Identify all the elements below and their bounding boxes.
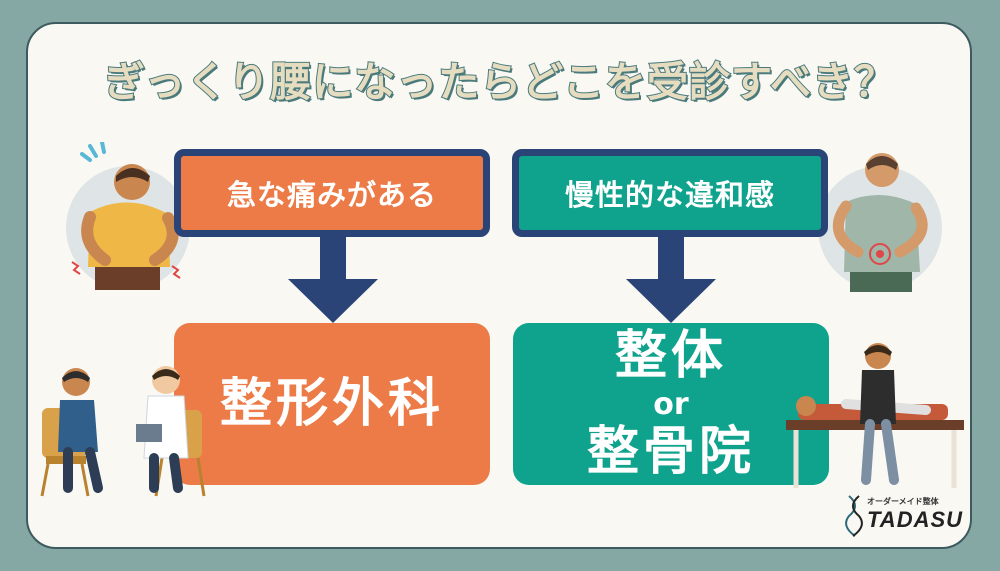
- orthopedics-label: 整形外科: [219, 374, 444, 434]
- seikotsuin-label: 整骨院: [586, 422, 755, 482]
- seitai-label: 整体: [614, 326, 727, 386]
- tadasu-logo: オーダーメイド整体 TADASU: [845, 494, 975, 538]
- chronic-discomfort-label: 慢性的な違和感: [564, 178, 775, 212]
- logo-name: TADASU: [867, 507, 964, 532]
- chiropractor-treatment-icon: [786, 343, 964, 488]
- arrow-down-right-icon: [626, 237, 716, 323]
- dna-logo-icon: [845, 495, 863, 537]
- logo-subtitle: オーダーメイド整体: [867, 497, 939, 506]
- arrow-down-left-icon: [288, 237, 378, 323]
- back-pain-person-icon: [66, 142, 190, 290]
- seitai-seikotsuin-result: 整体 or 整骨院: [513, 323, 829, 485]
- or-label: or: [653, 387, 689, 422]
- doctor-consultation-icon: [40, 366, 206, 497]
- orthopedics-result: 整形外科: [174, 323, 490, 485]
- lower-back-pain-person-icon: [818, 153, 942, 292]
- page-title: ぎっくり腰になったらどこを受診すべき？: [103, 57, 897, 107]
- sudden-pain-condition: 急な痛みがある: [174, 149, 490, 237]
- chronic-discomfort-condition: 慢性的な違和感: [512, 149, 828, 237]
- sudden-pain-label: 急な痛みがある: [226, 178, 437, 212]
